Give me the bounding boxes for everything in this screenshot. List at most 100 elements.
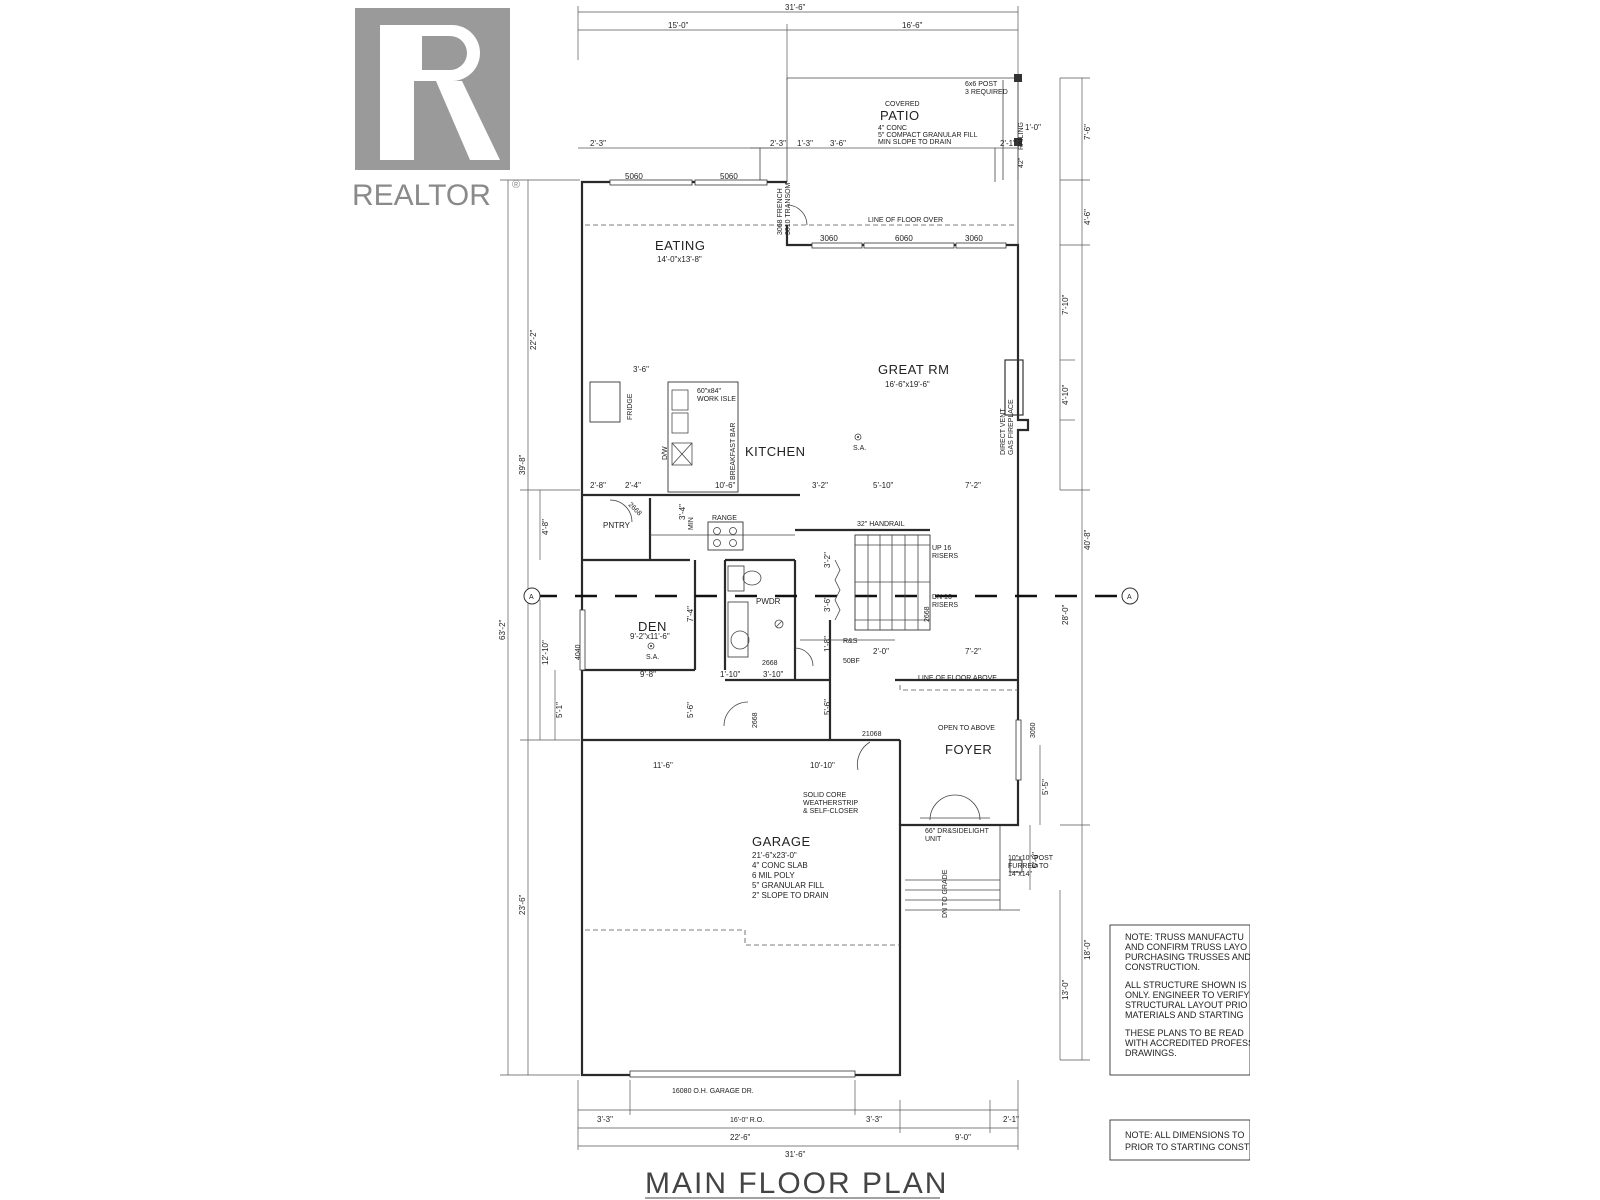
door-2668-pantry: 2668 <box>627 501 643 517</box>
room-garage: GARAGE <box>752 834 811 849</box>
svg-text:4'-8": 4'-8" <box>541 519 550 535</box>
kitchen-fixtures <box>589 381 862 650</box>
room-pwdr: PWDR <box>756 597 781 606</box>
line-of-floor-above-label: LINE OF FLOOR ABOVE <box>918 675 997 682</box>
svg-text:PURCHASING TRUSSES AND: PURCHASING TRUSSES AND <box>1125 952 1251 962</box>
svg-text:2'-8": 2'-8" <box>590 481 606 490</box>
svg-text:16'-6": 16'-6" <box>902 21 923 30</box>
door-2668-stair: 2668 <box>924 606 931 622</box>
section-marker-left: A <box>523 587 541 605</box>
svg-text:5'-6": 5'-6" <box>686 702 695 718</box>
svg-text:3'-3": 3'-3" <box>597 1115 613 1124</box>
dimension-text: 31'-6" 15'-0" 16'-6" 2'-3" 2'-3" 1'-3" 3… <box>498 3 1092 1159</box>
svg-text:11'-6": 11'-6" <box>653 761 673 770</box>
svg-text:22'-2": 22'-2" <box>529 329 538 350</box>
window-6060: 6060 <box>895 234 913 243</box>
svg-text:18'-0": 18'-0" <box>1083 939 1092 960</box>
windows <box>579 179 1022 1078</box>
french-door-label: 3068 FRENCH <box>777 188 784 235</box>
smoke-alarm-1: S.A. <box>853 445 866 452</box>
svg-text:3'-2": 3'-2" <box>823 552 832 568</box>
svg-text:2'-3": 2'-3" <box>590 139 606 148</box>
patio-spec-3: MIN SLOPE TO DRAIN <box>878 139 951 146</box>
room-patio: PATIO <box>880 108 920 123</box>
svg-text:2'-0": 2'-0" <box>873 647 889 656</box>
solid-core-2: WEATHERSTRIP <box>803 800 858 807</box>
room-foyer: FOYER <box>945 742 992 757</box>
realtor-logo: REALTOR ® <box>352 8 520 212</box>
breakfast-bar-label: BREAKFAST BAR <box>730 423 737 480</box>
svg-text:10'-10": 10'-10" <box>810 761 835 770</box>
door-2668-pwdr: 2668 <box>762 660 778 667</box>
svg-text:NOTE: ALL DIMENSIONS TO: NOTE: ALL DIMENSIONS TO <box>1125 1130 1244 1140</box>
post-label: 6x6 POST <box>965 81 998 88</box>
svg-text:2'-1": 2'-1" <box>1003 1115 1019 1124</box>
svg-text:3'-2": 3'-2" <box>812 481 828 490</box>
svg-text:5'-5": 5'-5" <box>1041 779 1050 795</box>
window-5060-a: 5060 <box>625 172 643 181</box>
svg-text:3'-4": 3'-4" <box>678 504 687 520</box>
svg-text:THESE PLANS TO BE READ: THESE PLANS TO BE READ <box>1125 1028 1244 1038</box>
post-required: 3 REQUIRED <box>965 89 1008 96</box>
range-label: RANGE <box>712 515 737 522</box>
garage-spec-2: 6 MIL POLY <box>752 871 795 880</box>
rough-opening-label: 16'-0" R.O. <box>730 1117 764 1124</box>
dw-label: D/W <box>662 446 669 460</box>
svg-text:7'-2": 7'-2" <box>965 481 981 490</box>
room-covered-caption: COVERED <box>885 101 920 108</box>
svg-text:2'-4": 2'-4" <box>625 481 641 490</box>
svg-text:STRUCTURAL LAYOUT PRIO: STRUCTURAL LAYOUT PRIO <box>1125 1000 1247 1010</box>
realtor-wordmark: REALTOR <box>352 179 491 212</box>
entry-door-unit: UNIT <box>925 836 942 843</box>
svg-text:1'-0": 1'-0" <box>1025 123 1041 132</box>
svg-text:15'-0": 15'-0" <box>668 21 689 30</box>
svg-text:7'-10": 7'-10" <box>1061 294 1070 315</box>
post-10-size: 14"x14" <box>1008 871 1033 878</box>
line-of-floor-above-foyer <box>899 685 1018 691</box>
section-marker-right: A <box>1121 587 1139 605</box>
svg-text:3'-6": 3'-6" <box>633 365 649 374</box>
transom-label: 3010 TRANSOM <box>785 182 792 235</box>
open-to-above-label: OPEN TO ABOVE <box>938 725 995 732</box>
exterior-walls <box>580 180 1030 1077</box>
svg-text:AND CONFIRM TRUSS LAYO: AND CONFIRM TRUSS LAYO <box>1125 942 1247 952</box>
svg-text:CONSTRUCTION.: CONSTRUCTION. <box>1125 962 1200 972</box>
svg-text:9'-0": 9'-0" <box>955 1133 971 1142</box>
svg-text:DRAWINGS.: DRAWINGS. <box>1125 1048 1177 1058</box>
svg-text:7'-6": 7'-6" <box>1083 124 1092 140</box>
post-10-label: 10"x10" POST <box>1008 855 1054 862</box>
patio-spec-2: 5" COMPACT GRANULAR FILL <box>878 132 978 139</box>
min-label: MIN <box>688 517 695 530</box>
svg-text:12'-10": 12'-10" <box>541 640 550 665</box>
svg-text:4'-6": 4'-6" <box>1083 209 1092 225</box>
svg-text:5'-10": 5'-10" <box>873 481 894 490</box>
bifold-label: 50BF <box>843 658 860 665</box>
window-3060-a: 3060 <box>820 234 838 243</box>
svg-text:5'-1": 5'-1" <box>555 702 564 718</box>
window-3050: 3050 <box>1030 722 1037 738</box>
room-kitchen: KITCHEN <box>745 444 806 459</box>
svg-text:7'-2": 7'-2" <box>965 647 981 656</box>
room-eating-size: 14'-0"x13'-8" <box>657 255 702 264</box>
svg-text:22'-6": 22'-6" <box>730 1133 751 1142</box>
svg-text:A: A <box>529 594 534 601</box>
work-isle-size: 60"x84" <box>697 388 722 395</box>
registered-mark: ® <box>512 179 520 191</box>
rs-label: R&S <box>843 638 858 645</box>
svg-text:NOTE: TRUSS MANUFACTU: NOTE: TRUSS MANUFACTU <box>1125 932 1244 942</box>
railing-height: 42" <box>1018 157 1025 168</box>
svg-text:10'-6": 10'-6" <box>715 481 736 490</box>
stairs <box>800 534 931 641</box>
svg-text:ALL STRUCTURE SHOWN IS: ALL STRUCTURE SHOWN IS <box>1125 980 1247 990</box>
svg-text:PRIOR TO STARTING CONST: PRIOR TO STARTING CONST <box>1125 1142 1250 1152</box>
svg-text:1'-10": 1'-10" <box>720 670 741 679</box>
garage-spec-3: 5" GRANULAR FILL <box>752 881 825 890</box>
fireplace-label-2: GAS FIREPLACE <box>1008 399 1015 455</box>
svg-text:3'-6": 3'-6" <box>830 139 846 148</box>
svg-text:9'-8": 9'-8" <box>640 670 656 679</box>
room-pantry: PNTRY <box>603 521 631 530</box>
svg-text:40'-8": 40'-8" <box>1083 529 1092 550</box>
solid-core-1: SOLID CORE <box>803 792 847 799</box>
svg-text:39'-8": 39'-8" <box>518 454 527 475</box>
fridge-label: FRIDGE <box>627 393 634 420</box>
